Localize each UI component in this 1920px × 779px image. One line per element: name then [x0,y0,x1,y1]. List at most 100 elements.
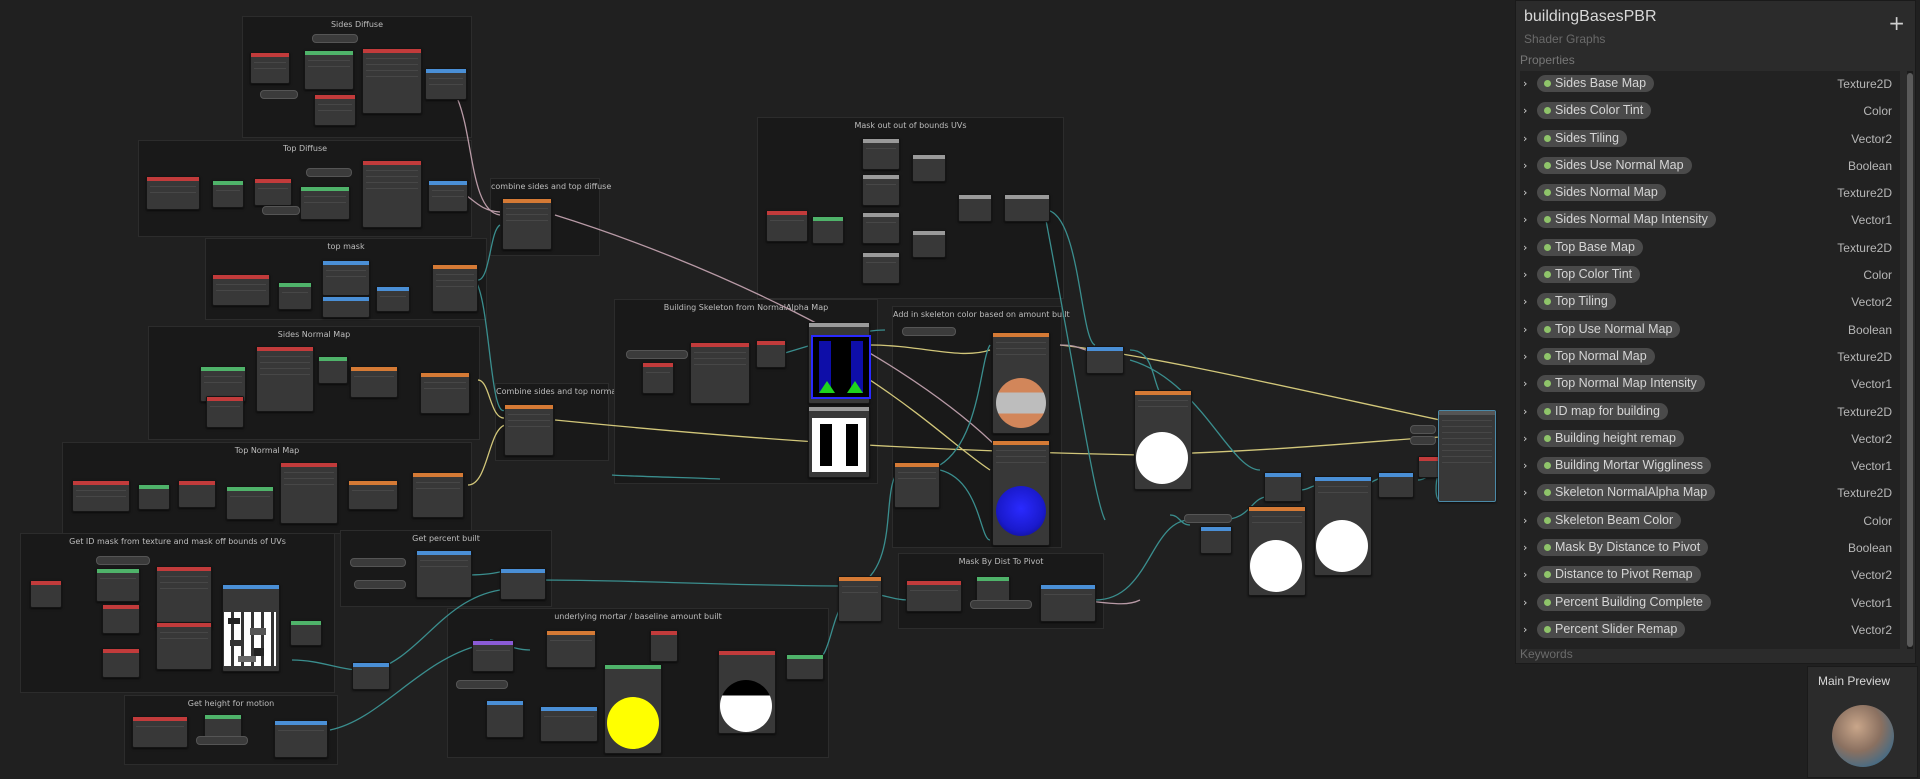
property-pill[interactable]: ID map for building [1537,402,1668,420]
property-pill[interactable]: Building height remap [1537,429,1684,447]
node-sampler-state[interactable] [314,94,356,126]
node-gradient-noise[interactable] [472,640,514,672]
node-position[interactable] [132,716,188,748]
node-sample-texture[interactable] [156,622,212,670]
node-lerp[interactable] [546,630,596,668]
chevron-right-icon[interactable]: › [1523,431,1528,445]
property-pill[interactable]: Top Normal Map Intensity [1537,375,1705,393]
scrollbar-thumb[interactable] [1907,73,1913,647]
property-pill[interactable]: Building Mortar Wiggliness [1537,457,1711,475]
node-gradient[interactable] [650,630,678,662]
node-step[interactable] [290,620,322,646]
property-pill[interactable]: Skeleton NormalAlpha Map [1537,484,1716,502]
node-and[interactable] [912,230,946,258]
property-node[interactable] [626,350,688,359]
property-node[interactable] [96,556,150,565]
node-branch[interactable] [1004,194,1050,222]
chevron-right-icon[interactable]: › [1523,186,1528,200]
node-vector2[interactable] [178,480,216,508]
node-sampler-state[interactable] [206,396,244,428]
node-subtract[interactable] [1378,472,1414,498]
property-node[interactable] [260,90,298,99]
node-branch[interactable] [412,472,464,518]
property-pill[interactable]: Skeleton Beam Color [1537,511,1682,529]
node-add[interactable] [838,576,882,622]
node-and[interactable] [912,154,946,182]
node-branch[interactable] [504,404,554,456]
main-preview-panel[interactable]: Main Preview [1807,666,1918,778]
add-property-button[interactable]: + [1888,11,1905,35]
property-node[interactable] [1410,425,1436,434]
property-pill[interactable]: Mask By Distance to Pivot [1537,539,1709,557]
node-sample-texture[interactable] [690,342,750,404]
node-sample-texture[interactable] [362,160,422,228]
property-pill[interactable]: Sides Tiling [1537,129,1627,147]
property-pill[interactable]: Distance to Pivot Remap [1537,566,1701,584]
property-pill[interactable]: Top Color Tint [1537,266,1641,284]
node-step[interactable] [322,260,370,296]
node-normal-vector[interactable] [212,274,270,306]
node-negate[interactable] [322,296,370,318]
node-step[interactable] [376,286,410,312]
chevron-right-icon[interactable]: › [1523,77,1528,90]
node-step[interactable] [786,654,824,680]
node-and[interactable] [958,194,992,222]
node-remap[interactable] [540,706,598,742]
node-tiling-offset[interactable] [96,568,140,602]
property-pill[interactable]: Sides Color Tint [1537,102,1652,120]
chevron-right-icon[interactable]: › [1523,568,1528,582]
node-branch[interactable] [432,264,478,312]
node-sample-texture[interactable] [256,346,314,412]
property-pill[interactable]: Percent Building Complete [1537,593,1711,611]
node-tiling-offset[interactable] [300,186,350,220]
node-sample-texture[interactable] [362,48,422,114]
chevron-right-icon[interactable]: › [1523,158,1528,172]
property-pill[interactable]: Sides Use Normal Map [1537,156,1692,174]
properties-section-label[interactable]: Properties [1520,53,1575,67]
property-pill[interactable]: Top Use Normal Map [1537,320,1681,338]
node-sampler-state[interactable] [102,604,140,634]
node-vector3[interactable] [756,340,786,368]
node-position[interactable] [250,52,290,84]
node-uv[interactable] [30,580,62,608]
chevron-right-icon[interactable]: › [1523,622,1528,636]
node-branch[interactable] [894,462,940,508]
chevron-right-icon[interactable]: › [1523,541,1528,555]
node-split[interactable] [318,356,348,384]
chevron-right-icon[interactable]: › [1523,349,1528,363]
node-normal-strength[interactable] [348,480,398,510]
node-remap[interactable] [416,550,472,598]
property-node[interactable] [1410,436,1436,445]
node-position[interactable] [906,580,962,612]
chevron-right-icon[interactable]: › [1523,404,1528,418]
chevron-right-icon[interactable]: › [1523,459,1528,473]
property-node[interactable] [196,736,248,745]
property-pill[interactable]: Top Tiling [1537,293,1616,311]
node-sample-texture[interactable] [280,462,338,524]
property-pill[interactable]: Percent Slider Remap [1537,620,1686,638]
node-multiply[interactable] [428,180,468,212]
node-comparison[interactable] [862,174,900,206]
node-comparison[interactable] [862,212,900,244]
node-comparison[interactable] [862,252,900,284]
node-multiply[interactable] [425,68,467,100]
node-split[interactable] [278,282,312,310]
keywords-section-label[interactable]: Keywords [1520,647,1573,661]
chevron-right-icon[interactable]: › [1523,131,1528,145]
node-remap[interactable] [486,700,524,738]
